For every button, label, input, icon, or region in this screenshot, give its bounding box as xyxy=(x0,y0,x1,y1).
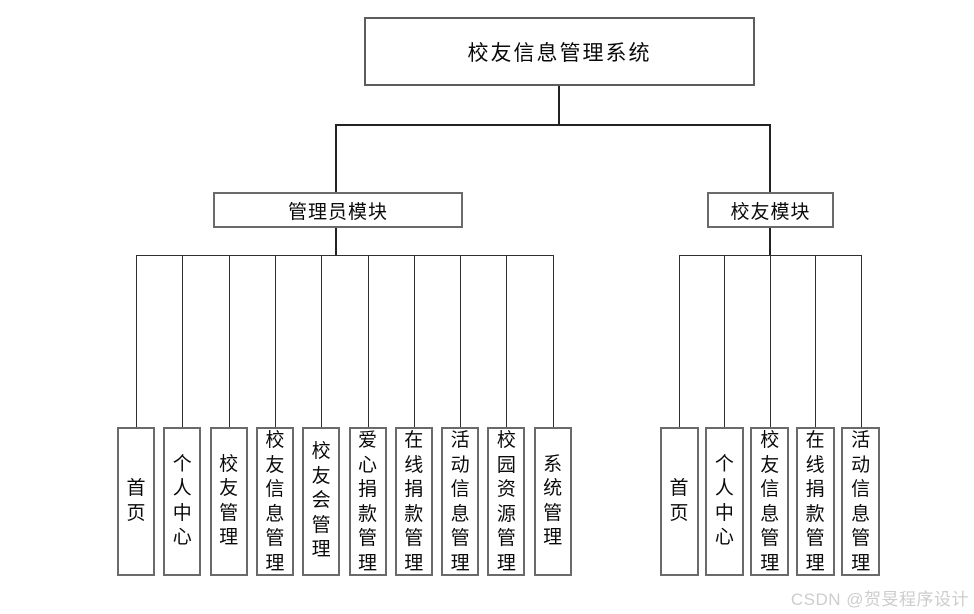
node-leaf: 校园资源管理 xyxy=(487,427,526,576)
node-leaf: 校友管理 xyxy=(209,427,248,576)
node-leaf-label: 首页 xyxy=(669,478,689,524)
connector-leaf-drop xyxy=(506,255,508,427)
connector-leaf-drop xyxy=(413,255,415,427)
node-leaf: 在线捐款管理 xyxy=(394,427,433,576)
node-alumni-module-label: 校友模块 xyxy=(730,201,811,223)
connector-admin-stem xyxy=(335,228,337,255)
node-leaf-label: 活动信息管理 xyxy=(450,430,470,574)
connector-top-bus xyxy=(335,124,771,126)
node-leaf-label: 个人中心 xyxy=(714,453,734,549)
connector-alumni-stem xyxy=(769,228,771,255)
node-leaf: 爱心捐款管理 xyxy=(348,427,387,576)
node-leaf-label: 校友信息管理 xyxy=(265,430,285,574)
connector-children-bus xyxy=(136,255,554,256)
node-leaf-label: 校友会管理 xyxy=(311,441,331,561)
node-leaf-label: 在线捐款管理 xyxy=(805,430,825,574)
connector-root-stem xyxy=(558,86,560,124)
connector-leaf-drop xyxy=(769,255,771,427)
node-alumni-module: 校友模块 xyxy=(707,192,834,228)
connector-leaf-drop xyxy=(136,255,137,427)
watermark: CSDN @贺旻程序设计 xyxy=(790,590,969,609)
connector-leaf-drop xyxy=(724,255,726,427)
connector-leaf-drop xyxy=(552,255,554,427)
node-admin-module: 管理员模块 xyxy=(213,192,463,228)
node-leaf: 活动信息管理 xyxy=(441,427,480,576)
connector-leaf-drop xyxy=(460,255,462,427)
node-leaf: 活动信息管理 xyxy=(841,427,881,576)
node-leaf: 系统管理 xyxy=(533,427,572,576)
node-leaf-label: 爱心捐款管理 xyxy=(357,430,377,574)
node-leaf: 个人中心 xyxy=(704,427,744,576)
node-leaf-label: 个人中心 xyxy=(172,453,192,549)
connector-leaf-drop xyxy=(228,255,230,427)
node-leaf-label: 活动信息管理 xyxy=(851,430,871,574)
connector-leaf-drop xyxy=(367,255,369,427)
node-leaf-label: 校园资源管理 xyxy=(496,430,516,574)
connector-leaf-drop xyxy=(182,255,184,427)
connector-leaf-drop xyxy=(274,255,276,427)
node-leaf: 校友信息管理 xyxy=(750,427,790,576)
node-leaf: 校友会管理 xyxy=(302,427,341,576)
node-leaf: 校友信息管理 xyxy=(255,427,294,576)
node-leaf-label: 在线捐款管理 xyxy=(404,430,424,574)
node-leaf-label: 系统管理 xyxy=(543,453,563,549)
node-root-label: 校友信息管理系统 xyxy=(467,40,652,65)
connector-leaf-drop xyxy=(679,255,680,427)
node-leaf: 个人中心 xyxy=(163,427,202,576)
connector-alumni-drop xyxy=(769,124,771,192)
node-leaf: 首页 xyxy=(117,427,155,576)
node-leaf-label: 校友信息管理 xyxy=(760,430,780,574)
connector-leaf-drop xyxy=(860,255,862,427)
connector-leaf-drop xyxy=(321,255,323,427)
node-admin-module-label: 管理员模块 xyxy=(287,201,388,223)
node-root: 校友信息管理系统 xyxy=(364,17,755,86)
connector-leaf-drop xyxy=(815,255,817,427)
node-leaf-label: 校友管理 xyxy=(219,453,239,549)
node-leaf: 首页 xyxy=(659,427,699,576)
node-leaf-label: 首页 xyxy=(126,478,146,524)
node-leaf: 在线捐款管理 xyxy=(795,427,835,576)
connector-admin-drop xyxy=(335,124,337,192)
